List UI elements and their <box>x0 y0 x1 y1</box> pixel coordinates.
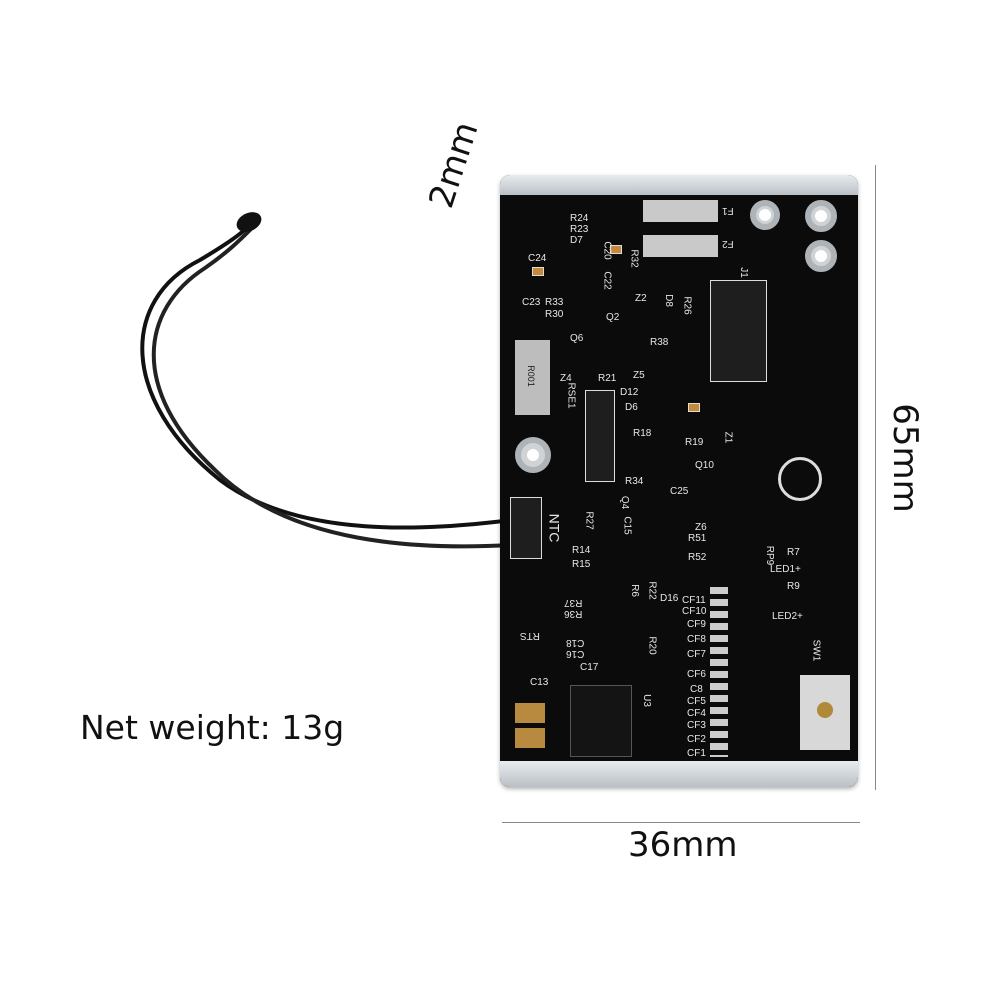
pcb-label: R52 <box>688 552 707 563</box>
pcb-label: D7 <box>570 235 583 246</box>
pcb-label: Z2 <box>635 293 647 304</box>
pcb-label: R38 <box>650 337 669 348</box>
pcb-label: C15 <box>621 516 633 535</box>
pcb-label: CF2 <box>687 734 706 745</box>
bottom-nickel-strip <box>500 761 858 787</box>
pcb-label: U3 <box>640 694 652 707</box>
net-weight-label: Net weight: 13g <box>80 708 345 747</box>
u3-ic <box>570 685 632 757</box>
mount-hole <box>805 200 837 232</box>
pcb-label: D8 <box>662 294 674 307</box>
pcb-label: SW1 <box>810 639 822 662</box>
pcb-label: Z5 <box>633 370 645 381</box>
pcb-label: R15 <box>572 559 591 570</box>
width-dimension-line <box>502 822 860 823</box>
pcb-label: CF7 <box>687 649 706 660</box>
pcb-label: LED2+ <box>772 611 803 622</box>
pcb-label: F2 <box>722 238 734 249</box>
pcb-label: LED1+ <box>770 564 801 575</box>
pcb-label: RSE1 <box>565 382 577 409</box>
sw1-button-knob[interactable] <box>817 702 833 718</box>
rse1-header <box>585 390 615 482</box>
pcb-label: NTC <box>546 513 563 543</box>
pcb-label: C22 <box>601 271 613 290</box>
pcb-label: Z4 <box>560 373 572 384</box>
pcb-label: R7 <box>787 547 800 558</box>
pcb-label: Z6 <box>695 522 707 533</box>
pcb-label: R22 <box>646 581 658 600</box>
cap-c13b <box>515 728 545 748</box>
pcb-label: CF1 <box>687 748 706 759</box>
pcb-label: CF6 <box>687 669 706 680</box>
j1-connector <box>710 280 767 382</box>
pcb-label: D16 <box>660 593 679 604</box>
pcb-label: CF10 <box>682 606 707 617</box>
pcb-label: Q6 <box>570 333 584 344</box>
pcb-label: RP9 <box>764 545 776 566</box>
pcb-label: R19 <box>685 437 704 448</box>
pcb-label: R9 <box>787 581 800 592</box>
width-label: 36mm <box>628 825 738 865</box>
pcb-label: R34 <box>625 476 644 487</box>
pcb-label: C16 <box>566 648 585 659</box>
pcb-label: R6 <box>628 584 640 597</box>
pcb-label: R51 <box>688 533 707 544</box>
pcb-label: D6 <box>625 402 638 413</box>
pcb-label: CF8 <box>687 634 706 645</box>
pcb-label: R14 <box>572 545 591 556</box>
pcb-label: C25 <box>670 486 689 497</box>
pcb-label: R21 <box>598 373 617 384</box>
no-symbol-icon <box>778 457 822 501</box>
cf-pad-column <box>710 587 728 757</box>
pcb-label: C20 <box>601 241 613 260</box>
ntc-connector <box>510 497 542 559</box>
pcb-label: F1 <box>722 205 734 216</box>
fuse-f1 <box>643 200 718 222</box>
pcb-label: Q2 <box>606 312 620 323</box>
pcb-label: R33 <box>545 297 564 308</box>
pcb-label: CF11 <box>682 595 706 606</box>
pcb-label: C18 <box>566 637 585 648</box>
pcb-label: C23 <box>522 297 541 308</box>
pcb-label: C17 <box>580 662 599 673</box>
pcb-label: R30 <box>545 309 564 320</box>
pcb-label: R26 <box>681 296 693 315</box>
pcb-label: R37 <box>564 597 583 608</box>
bms-pcb-board: R001 R24 R23 D7 C24 C23 R33 R30 Q6 Q2 Z4… <box>500 175 858 787</box>
cap-c13 <box>515 703 545 723</box>
mount-hole <box>515 437 551 473</box>
pcb-label: CF5 <box>687 696 706 707</box>
pcb-label: Q10 <box>695 460 714 471</box>
pcb-label: CF9 <box>687 619 706 630</box>
pcb-label: R32 <box>628 249 640 268</box>
pcb-label: C8 <box>690 684 703 695</box>
pcb-label: J1 <box>737 267 749 278</box>
pcb-label: C13 <box>530 677 549 688</box>
shunt-resistor <box>515 340 550 415</box>
shunt-marking: R001 <box>525 365 536 387</box>
pcb-label: Z1 <box>722 431 734 444</box>
height-dimension-line <box>875 165 876 790</box>
fuse-f2 <box>643 235 718 257</box>
pcb-label: RTS <box>520 630 540 641</box>
pcb-label: R23 <box>570 224 589 235</box>
pcb-label: CF3 <box>687 720 706 731</box>
pcb-label: CF4 <box>687 708 706 719</box>
pcb-label: R27 <box>583 511 595 530</box>
pcb-label: R20 <box>646 636 658 655</box>
mount-hole <box>750 200 780 230</box>
pcb-label: R36 <box>564 608 583 619</box>
pcb-label: C24 <box>528 253 547 264</box>
thermistor-bead <box>236 212 262 232</box>
pcb-label: R24 <box>570 213 589 224</box>
top-nickel-strip <box>500 175 858 195</box>
pcb-label: D12 <box>620 387 639 398</box>
mount-hole <box>805 240 837 272</box>
pcb-label: Q4 <box>619 495 631 510</box>
pcb-label: R18 <box>633 428 652 439</box>
